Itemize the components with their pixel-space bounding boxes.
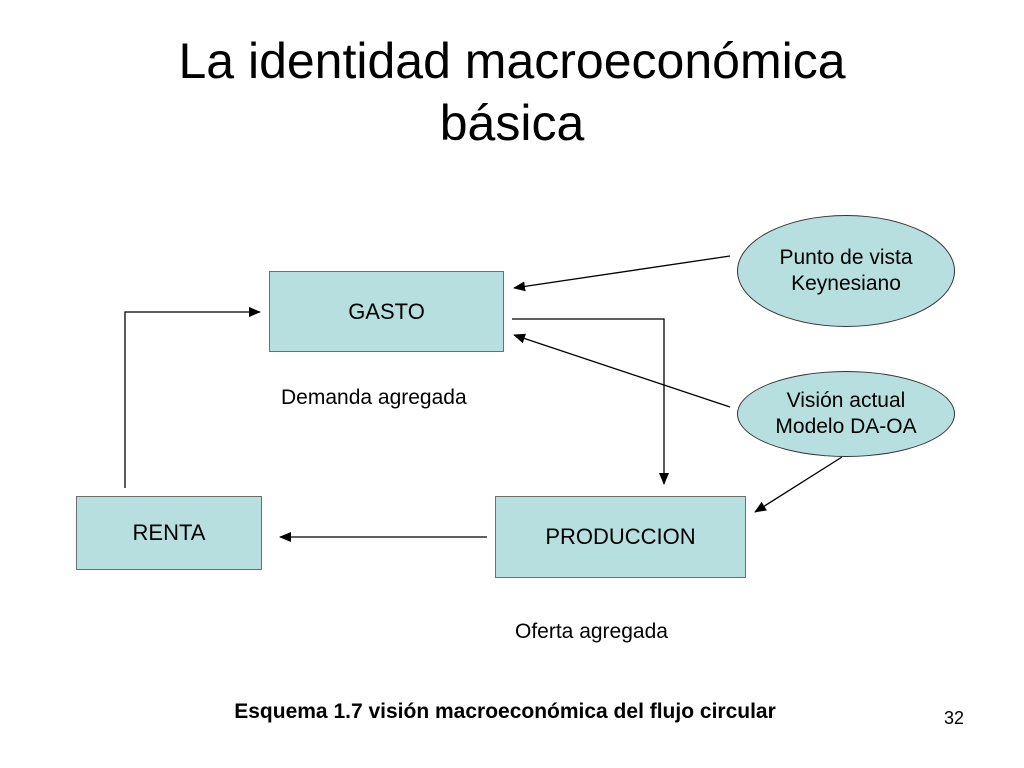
arrow-gasto-to-produccion: [512, 318, 669, 485]
title-line-2: básica: [439, 95, 585, 151]
arrow-renta-to-gasto: [124, 307, 261, 488]
title-line-1: La identidad macroeconómica: [178, 33, 846, 89]
slide-title: La identidad macroeconómica básica: [0, 30, 1024, 154]
demanda-agregada-label: Demanda agregada: [281, 386, 467, 409]
gasto-box: GASTO: [269, 271, 504, 352]
produccion-box: PRODUCCION: [495, 496, 746, 578]
renta-box: RENTA: [76, 496, 262, 570]
arrow-keynesiano-to-gasto: [513, 255, 731, 292]
renta-label: RENTA: [132, 520, 206, 545]
figure-caption: Esquema 1.7 visión macroeconómica del fl…: [234, 700, 776, 723]
arrow-actual-to-gasto: [513, 333, 731, 408]
keynesiano-line-1: Punto de vista: [779, 246, 913, 269]
keynesiano-ellipse: Punto de vista Keynesiano: [737, 215, 955, 327]
arrow-actual-to-produccion: [754, 456, 843, 513]
produccion-label: PRODUCCION: [545, 524, 696, 549]
gasto-label: GASTO: [348, 298, 425, 324]
oferta-agregada-label: Oferta agregada: [515, 620, 668, 643]
vision-actual-ellipse: Visión actual Modelo DA-OA: [737, 371, 955, 457]
vision-actual-line-1: Visión actual: [786, 389, 906, 412]
vision-actual-line-2: Modelo DA-OA: [775, 415, 917, 438]
keynesiano-line-2: Keynesiano: [791, 272, 901, 295]
page-number: 32: [943, 708, 964, 728]
